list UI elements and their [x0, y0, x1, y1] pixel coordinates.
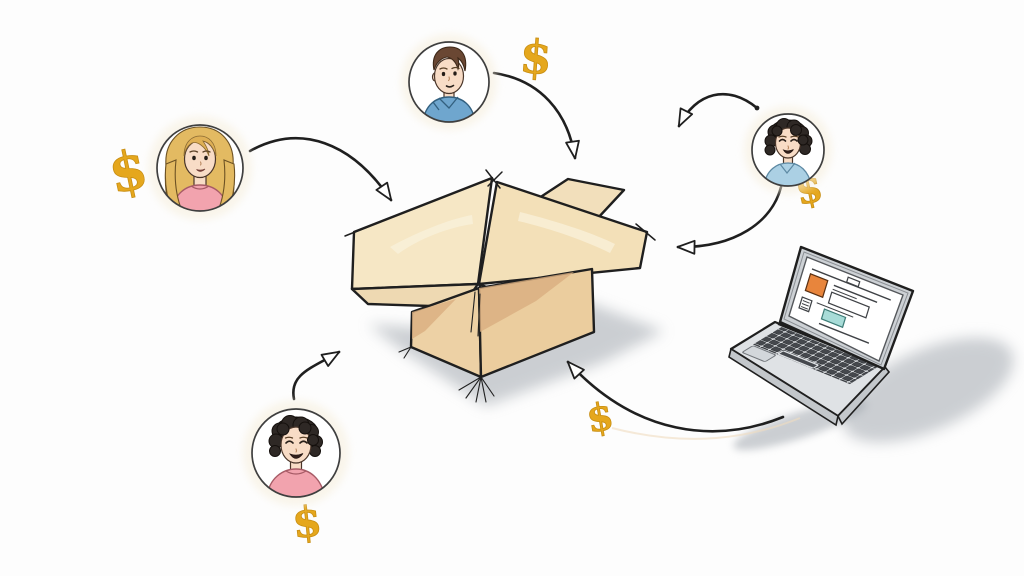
dollar-sign-top: $ [518, 29, 554, 85]
arrow-top-to-box [492, 71, 580, 160]
avatar-contributor-top [401, 34, 497, 130]
laptop-keyboard [752, 326, 879, 385]
laptop-shadow [842, 337, 1014, 443]
arrow-bottom-to-box [292, 350, 341, 401]
dollar-sign-left: $ [103, 136, 153, 206]
avatar-contributor-bottom [243, 400, 349, 506]
laptop-spacebar [777, 350, 819, 369]
arrows [248, 71, 785, 433]
faint-arc [611, 417, 801, 440]
arrow-right-lower-to-box [676, 185, 783, 255]
donation-box [344, 169, 656, 403]
screen-product-image [804, 272, 829, 299]
arrow-laptop-to-box [566, 360, 785, 433]
arrow-right-upper-to-box [677, 92, 759, 128]
laptop-screen-wireframe [798, 268, 891, 344]
avatar-contributor-left [148, 116, 252, 220]
screen-header-box [845, 276, 861, 288]
screen-pay-button [820, 308, 847, 329]
screen-input-field [827, 291, 870, 319]
avatar-contributor-right [744, 106, 832, 194]
laptop [728, 245, 915, 427]
laptop-touchpad [742, 345, 776, 362]
arrow-left-to-box [248, 137, 393, 202]
